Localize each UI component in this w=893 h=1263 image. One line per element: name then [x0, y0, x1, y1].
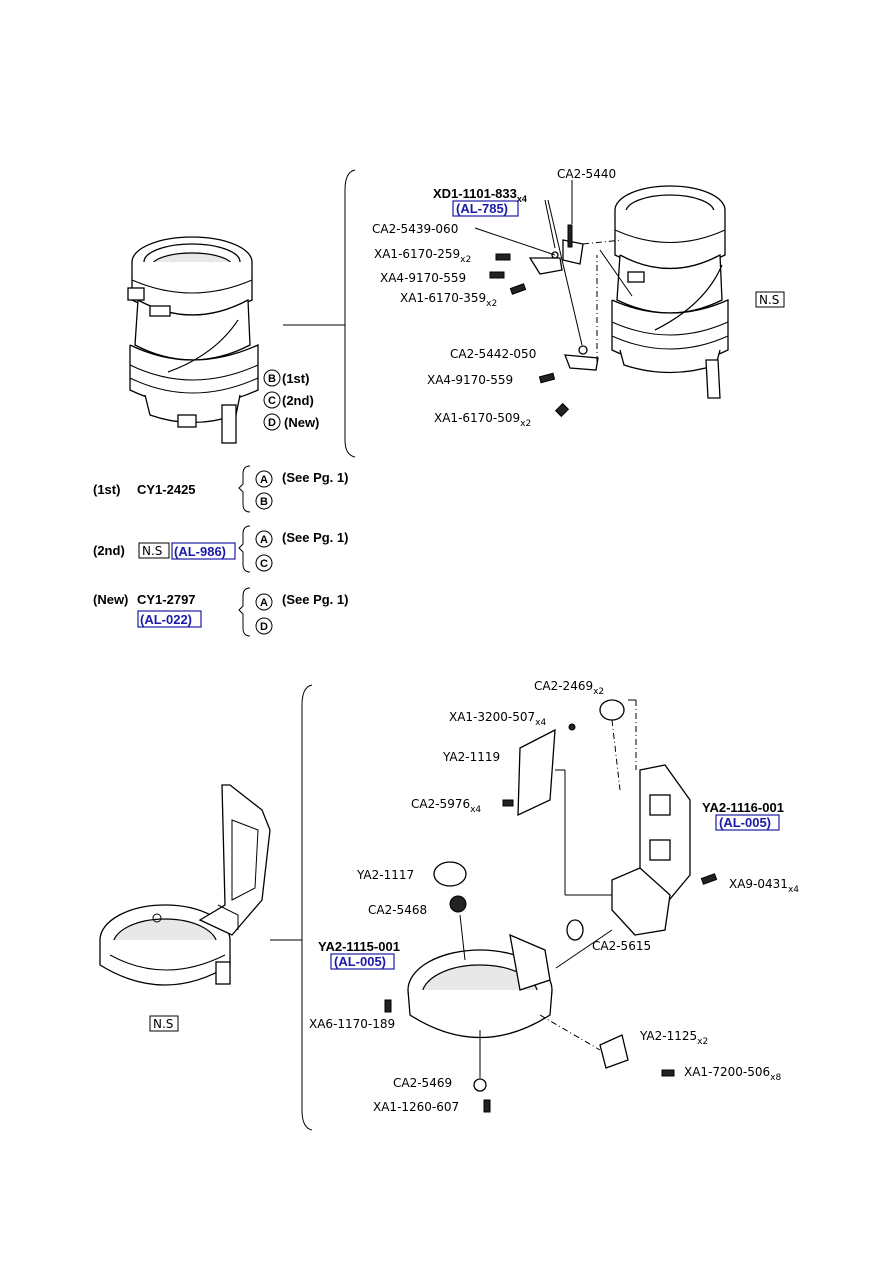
table-row: (New) CY1-2797 (AL-022) A (See Pg. 1) D — [93, 587, 348, 637]
svg-text:YA2-1125x2: YA2-1125x2 — [639, 1029, 708, 1047]
svg-text:XA1-6170-509x2: XA1-6170-509x2 — [434, 411, 531, 429]
exploded-lens-barrel-illustration — [611, 185, 729, 399]
svg-text:A: A — [260, 597, 268, 609]
table-row: (1st) CY1-2425 A (See Pg. 1) B — [93, 465, 348, 513]
table-row: (2nd) N.S (AL-986) A (See Pg. 1) C — [93, 525, 348, 573]
svg-text:XA9-0431x4: XA9-0431x4 — [729, 877, 799, 895]
label-xa1-3200-507: XA1-3200-507 — [449, 710, 535, 724]
svg-text:B: B — [260, 496, 268, 508]
label-ya2-1116-001: YA2-1116-001 — [702, 800, 784, 815]
label-xa1-7200-506: XA1-7200-506 — [684, 1065, 770, 1079]
qty-xa1-3200-507: x4 — [535, 718, 546, 728]
svg-text:(See Pg. 1): (See Pg. 1) — [282, 592, 348, 607]
ref-al-785: (AL-785) — [456, 201, 508, 216]
qty-ca2-2469: x2 — [593, 687, 604, 697]
label-xa4-9170-559-lower: XA4-9170-559 — [427, 373, 513, 387]
qty-xa1-6170-259: x2 — [460, 255, 471, 265]
svg-text:CY1-2797: CY1-2797 — [137, 592, 196, 607]
svg-text:(New): (New) — [93, 592, 128, 607]
label-xa1-6170-359: XA1-6170-359 — [400, 291, 486, 305]
small-parts-illustration — [474, 180, 633, 418]
svg-text:A: A — [260, 474, 268, 486]
variant-d: D (New) — [263, 413, 319, 431]
qty-xa9-0431: x4 — [788, 885, 799, 895]
label-ca2-5469: CA2-5469 — [393, 1076, 452, 1090]
qty-ya2-1125: x2 — [697, 1037, 708, 1047]
svg-text:(1st): (1st) — [93, 482, 120, 497]
svg-text:(See Pg. 1): (See Pg. 1) — [282, 530, 348, 545]
label-ns-top: N.S — [759, 293, 779, 307]
qty-xa1-6170-509: x2 — [520, 419, 531, 429]
svg-text:XA1-6170-259x2: XA1-6170-259x2 — [374, 247, 471, 265]
svg-text:(1st): (1st) — [282, 371, 309, 386]
ref-al-005-lower: (AL-005) — [334, 954, 386, 969]
label-ca2-5976: CA2-5976 — [411, 797, 470, 811]
label-ca2-5468: CA2-5468 — [368, 903, 427, 917]
svg-text:(AL-986): (AL-986) — [174, 544, 226, 559]
svg-text:(See Pg. 1): (See Pg. 1) — [282, 470, 348, 485]
svg-text:N.S: N.S — [142, 544, 162, 558]
lens-barrel-assembly-illustration — [127, 236, 259, 444]
label-xa9-0431: XA9-0431 — [729, 877, 788, 891]
label-ns-bottom: N.S — [153, 1017, 173, 1031]
svg-text:D: D — [260, 621, 268, 633]
label-xa6-1170-189: XA6-1170-189 — [309, 1017, 395, 1031]
svg-text:C: C — [260, 558, 268, 570]
exploded-mount-illustration — [384, 699, 718, 1113]
bottom-assembly-section: N.S — [99, 679, 799, 1131]
qty-xa1-6170-359: x2 — [486, 299, 497, 309]
edition-table: (1st) CY1-2425 A (See Pg. 1) B (2nd) N.S… — [93, 465, 348, 637]
svg-text:XA1-7200-506x8: XA1-7200-506x8 — [684, 1065, 781, 1083]
variant-c: C (2nd) — [263, 391, 314, 409]
svg-text:CA2-2469x2: CA2-2469x2 — [534, 679, 604, 697]
label-ca2-5615: CA2-5615 — [592, 939, 651, 953]
svg-text:XA1-3200-507x4: XA1-3200-507x4 — [449, 710, 546, 728]
label-ca2-5439-060: CA2-5439-060 — [372, 222, 458, 236]
svg-text:CA2-5976x4: CA2-5976x4 — [411, 797, 481, 815]
label-ca2-2469: CA2-2469 — [534, 679, 593, 693]
label-xa4-9170-559-upper: XA4-9170-559 — [380, 271, 466, 285]
label-ca2-5442-050: CA2-5442-050 — [450, 347, 536, 361]
svg-text:XD1-1101-833x4: XD1-1101-833x4 — [433, 186, 527, 204]
svg-text:C: C — [268, 395, 276, 407]
svg-text:D: D — [268, 417, 276, 429]
svg-text:A: A — [260, 534, 268, 546]
label-ca2-5440: CA2-5440 — [557, 167, 616, 181]
label-xa1-6170-509: XA1-6170-509 — [434, 411, 520, 425]
svg-text:(AL-022): (AL-022) — [140, 612, 192, 627]
qty-xa1-7200-506: x8 — [770, 1073, 781, 1083]
top-assembly-section: XD1-1101-833x4 (AL-785) CA2-5440 CA2-543… — [127, 167, 785, 458]
svg-text:(2nd): (2nd) — [93, 543, 125, 558]
svg-text:CY1-2425: CY1-2425 — [137, 482, 196, 497]
label-ya2-1117: YA2-1117 — [356, 868, 414, 882]
label-ya2-1119: YA2-1119 — [442, 750, 500, 764]
tripod-mount-assembly-illustration — [99, 784, 271, 986]
label-ya2-1125: YA2-1125 — [639, 1029, 697, 1043]
qty-ca2-5976: x4 — [470, 805, 481, 815]
qty-xd1: x4 — [517, 194, 527, 204]
label-xd1-1101-833: XD1-1101-833 — [433, 186, 517, 201]
label-xa1-6170-259: XA1-6170-259 — [374, 247, 460, 261]
variant-b: B (1st) — [263, 369, 309, 387]
svg-text:XA1-6170-359x2: XA1-6170-359x2 — [400, 291, 497, 309]
svg-text:(2nd): (2nd) — [282, 393, 314, 408]
svg-text:B: B — [268, 373, 276, 385]
svg-text:(New): (New) — [284, 415, 319, 430]
label-ya2-1115-001: YA2-1115-001 — [318, 939, 400, 954]
label-xa1-1260-607: XA1-1260-607 — [373, 1100, 459, 1114]
ref-al-005-upper: (AL-005) — [719, 815, 771, 830]
